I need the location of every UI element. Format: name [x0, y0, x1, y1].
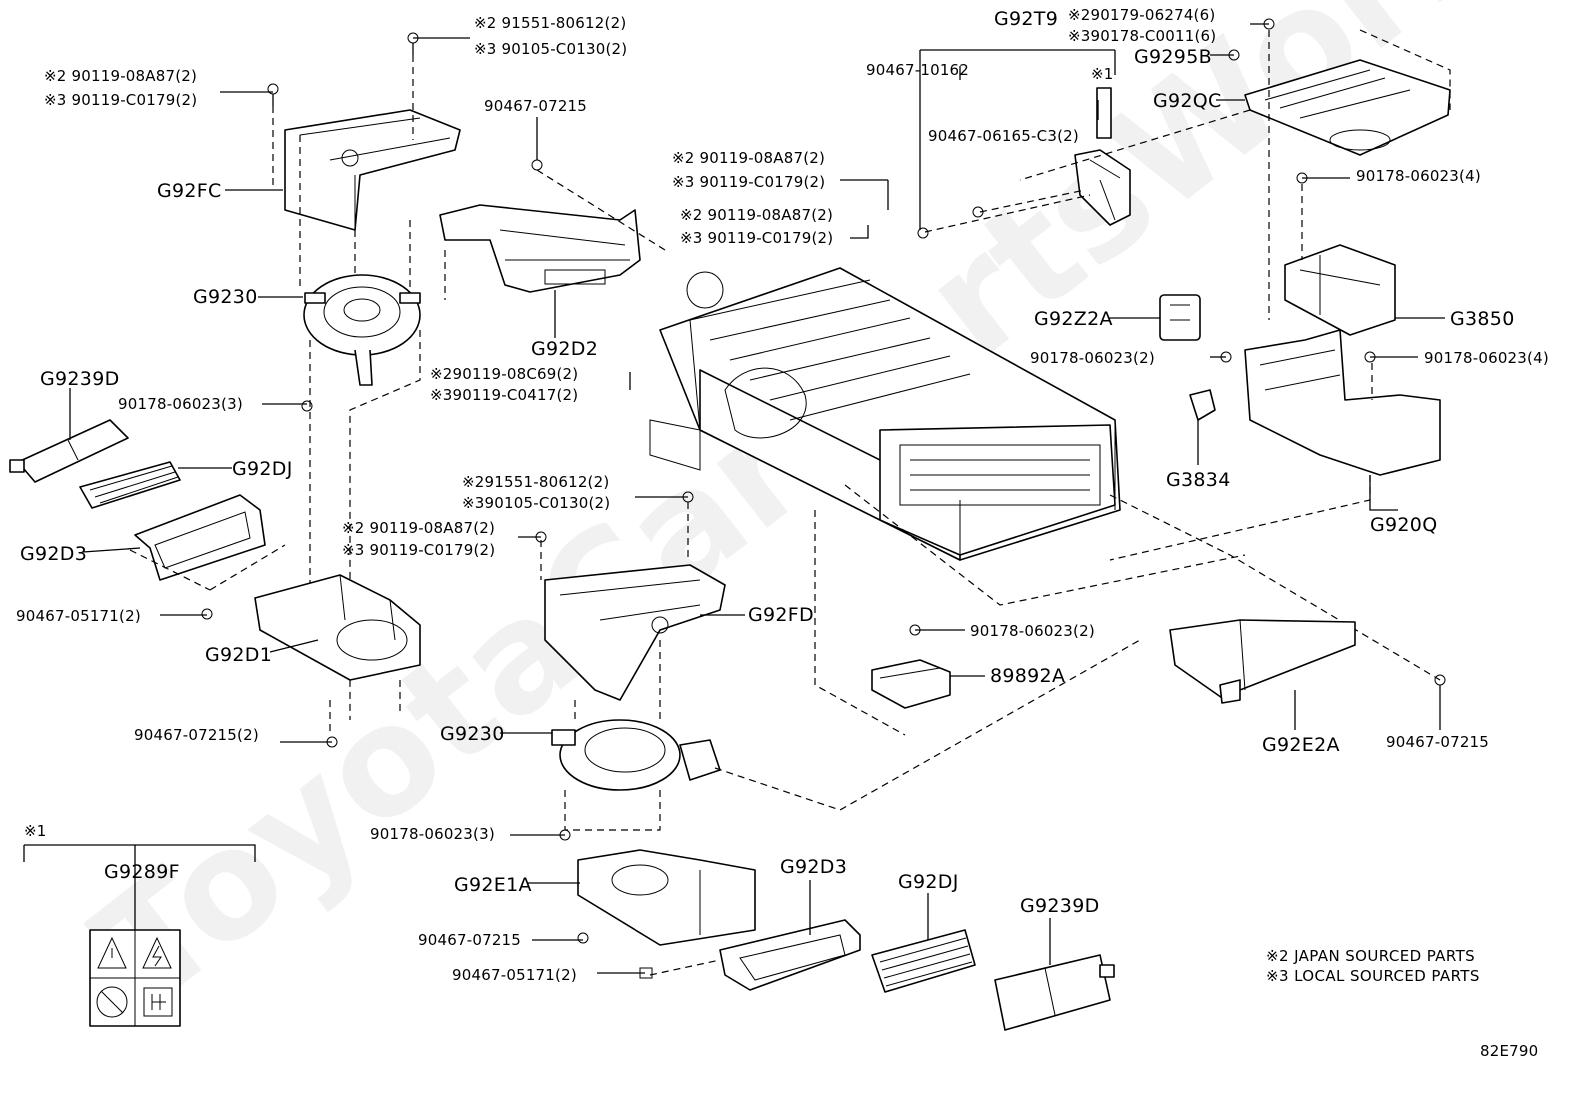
bracket-g92t9	[917, 49, 1131, 239]
label-clip-e2a: 90467-07215	[1386, 733, 1489, 751]
label-clip-e1a: 90467-07215	[418, 931, 521, 949]
no-touch-icon	[96, 986, 128, 1018]
duct-g92d1	[254, 574, 421, 681]
unit-g3850	[1284, 244, 1396, 336]
label-g920q: G920Q	[1370, 514, 1437, 536]
label-c69-jp: ※290119-08C69(2)	[430, 365, 578, 383]
label-g92dj-bottom: G92DJ	[898, 871, 959, 893]
filter-cover-bottom	[994, 954, 1115, 1031]
duct-g92e2a	[1169, 619, 1356, 704]
label-nut-89892: 90178-06023(2)	[970, 622, 1095, 640]
warning-label-code: G9289F	[104, 861, 180, 883]
label-nut-z2a: 90178-06023(2)	[1030, 349, 1155, 367]
label-clip-d1: 90467-07215(2)	[134, 726, 259, 744]
label-g92d3-left: G92D3	[20, 543, 87, 565]
filter-left	[79, 461, 181, 509]
frame-bottom	[719, 919, 861, 991]
blower-fan-bottom	[551, 719, 721, 791]
label-g92d3-bottom: G92D3	[780, 856, 847, 878]
legend: ※2 JAPAN SOURCED PARTS ※3 LOCAL SOURCED …	[1266, 947, 1538, 1060]
label-g3850: G3850	[1450, 308, 1515, 330]
label-mid-jp-b: ※2 90119-08A87(2)	[680, 206, 833, 224]
high-voltage-icon	[142, 936, 172, 969]
label-g9230-bottom: G9230	[440, 723, 505, 745]
bracket-g3834	[1189, 389, 1216, 421]
label-g92e1a: G92E1A	[454, 874, 532, 896]
label-qc-jp: ※290179-06274(6)	[1068, 6, 1215, 24]
blower-fan-top	[303, 274, 421, 386]
bracket-g92fd	[544, 564, 726, 701]
label-g92qc: G92QC	[1153, 90, 1222, 112]
diagram-id: 82E790	[1480, 1042, 1538, 1060]
case-g920q	[1244, 329, 1441, 476]
filter-bottom	[871, 929, 976, 993]
label-89892a: 89892A	[990, 665, 1065, 687]
label-t9-mark: ※1	[1091, 65, 1114, 83]
label-c69-lc: ※390119-C0417(2)	[430, 386, 578, 404]
label-mid-lc-b: ※3 90119-C0179(2)	[680, 229, 833, 247]
label-g9239d-left: G9239D	[40, 368, 120, 390]
filter-cover-left	[9, 419, 129, 483]
module-89892a	[871, 659, 951, 709]
label-fd-lc: ※390105-C0130(2)	[462, 494, 610, 512]
label-clip-top: 90467-07215	[484, 97, 587, 115]
label-g92e2a: G92E2A	[1262, 734, 1340, 756]
battery-pack	[649, 267, 1121, 561]
legend-note-local: ※3 LOCAL SOURCED PARTS	[1266, 967, 1480, 985]
label-g3834: G3834	[1166, 469, 1231, 491]
label-g92dj-left: G92DJ	[232, 458, 293, 480]
label-fd-bolt-jp: ※2 90119-08A87(2)	[342, 519, 495, 537]
warning-label-group: ※1 G9289F	[23, 822, 256, 1027]
label-fc-lc: ※3 90105-C0130(2)	[474, 40, 627, 58]
warning-triangle-icon	[97, 936, 127, 969]
label-fc-bolt-jp: ※2 90119-08A87(2)	[44, 67, 197, 85]
bracket-g92fc	[267, 32, 461, 231]
label-g9230-top: G9230	[193, 286, 258, 308]
label-g92t9: G92T9	[994, 8, 1058, 30]
label-g92d2: G92D2	[531, 338, 598, 360]
label-g92fc: G92FC	[157, 180, 222, 202]
frame-left	[134, 494, 266, 581]
manual-icon	[143, 987, 173, 1017]
label-fd-jp: ※291551-80612(2)	[462, 473, 609, 491]
label-g9239d-bottom: G9239D	[1020, 895, 1100, 917]
label-nut-qc: 90178-06023(4)	[1356, 167, 1481, 185]
leader-lines	[69, 23, 1445, 974]
label-fd-bolt-lc: ※3 90119-C0179(2)	[342, 541, 495, 559]
legend-note-japan: ※2 JAPAN SOURCED PARTS	[1266, 947, 1475, 965]
connector-g92z2a	[1159, 294, 1201, 341]
duct-g92d2	[439, 204, 641, 293]
label-g92z2a: G92Z2A	[1034, 308, 1113, 330]
label-nut-left: 90178-06023(3)	[118, 395, 243, 413]
label-g92fd: G92FD	[748, 604, 814, 626]
label-t9-c3: 90467-06165-C3(2)	[928, 127, 1079, 145]
warning-label-mark: ※1	[24, 822, 47, 840]
label-fc-bolt-lc: ※3 90119-C0179(2)	[44, 91, 197, 109]
label-clip-left: 90467-05171(2)	[16, 607, 141, 625]
label-mid-jp-a: ※2 90119-08A87(2)	[672, 149, 825, 167]
duct-g92e1a	[577, 849, 756, 946]
label-t9-clip: 90467-10162	[866, 61, 969, 79]
label-nut-bottom: 90178-06023(3)	[370, 825, 495, 843]
label-qc-lc: ※390178-C0011(6)	[1068, 27, 1216, 45]
part-labels: ※2 91551-80612(2) ※3 90105-C0130(2) ※2 9…	[16, 6, 1549, 984]
label-fc-jp: ※2 91551-80612(2)	[474, 14, 626, 32]
label-g9295b: G9295B	[1134, 46, 1212, 68]
label-mid-lc-a: ※3 90119-C0179(2)	[672, 173, 825, 191]
label-clip-bottom: 90467-05171(2)	[452, 966, 577, 984]
label-g92d1: G92D1	[205, 644, 272, 666]
label-nut-920q: 90178-06023(4)	[1424, 349, 1549, 367]
